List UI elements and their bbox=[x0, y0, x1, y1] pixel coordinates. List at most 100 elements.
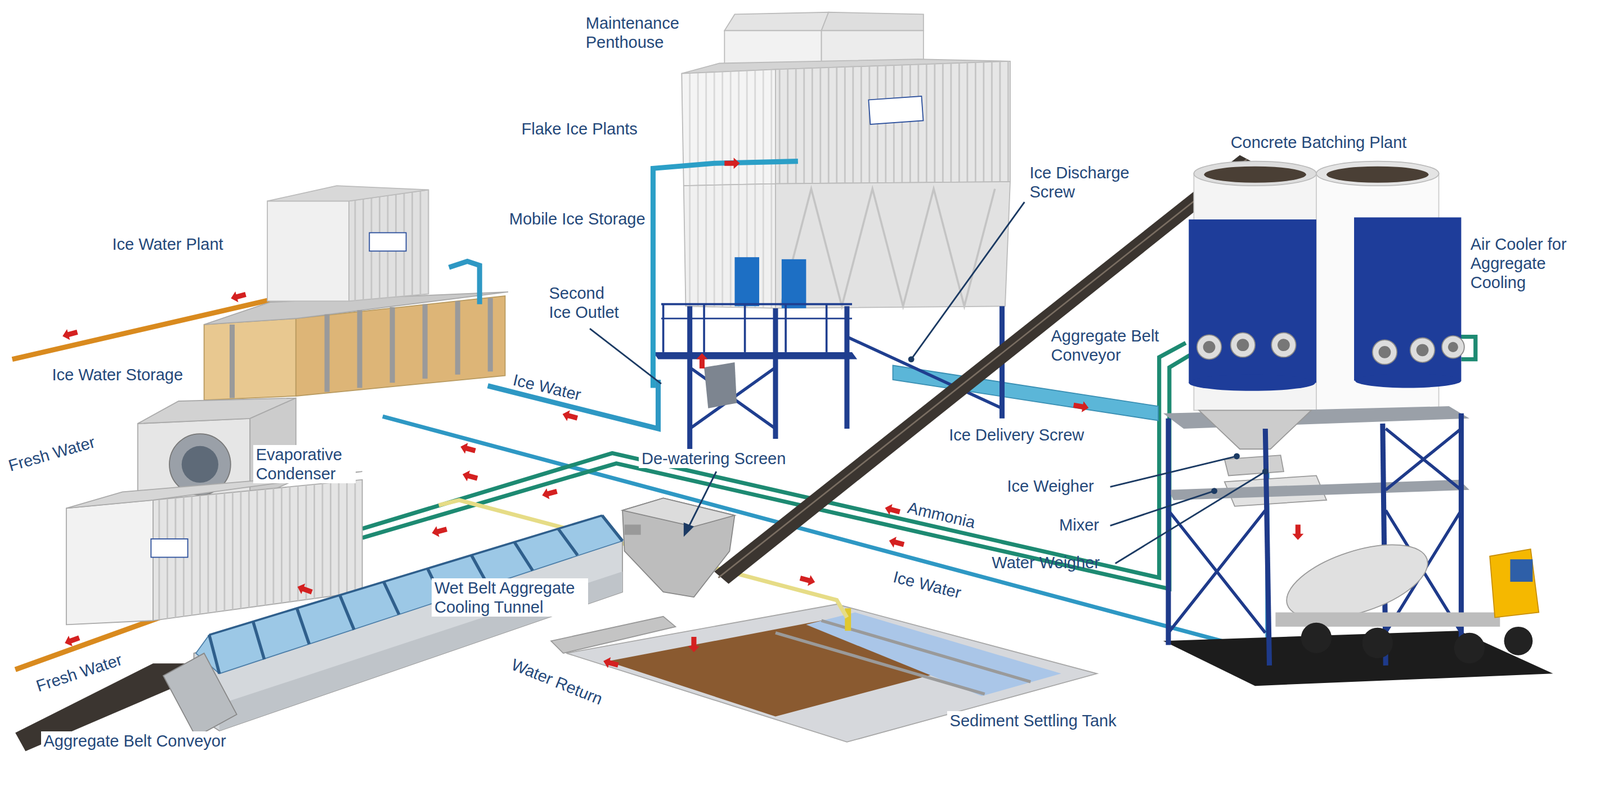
wet-belt-cooling-tunnel bbox=[383, 581, 400, 615]
ice-water-plant bbox=[455, 301, 461, 375]
sediment-settling-tank bbox=[550, 616, 676, 654]
wet-belt-cooling-tunnel bbox=[209, 515, 603, 635]
ice-water-plant bbox=[348, 189, 429, 302]
concrete-batching-plant bbox=[1504, 626, 1534, 656]
concrete-batching-plant bbox=[1277, 338, 1290, 352]
ice-water-plant bbox=[348, 189, 429, 302]
de-watering-screen bbox=[622, 498, 735, 527]
ice-water-plant bbox=[422, 304, 428, 379]
flow-arrow bbox=[688, 637, 700, 653]
callout-label: Ice Weigher bbox=[1007, 476, 1095, 496]
flake-ice-plant bbox=[724, 12, 829, 31]
callout-label: Aggregate Belt Conveyor bbox=[41, 731, 230, 751]
callout-label: Mobile Ice Storage bbox=[509, 209, 646, 229]
flow-arrow bbox=[229, 289, 248, 304]
flow-arrow bbox=[459, 441, 477, 456]
leader-line bbox=[1110, 456, 1238, 487]
wet-belt-cooling-tunnel bbox=[558, 529, 578, 556]
sediment-settling-tank bbox=[775, 633, 985, 695]
evaporative-condenser bbox=[66, 398, 363, 626]
flake-ice-plant bbox=[825, 304, 828, 353]
concrete-batching-plant bbox=[1385, 428, 1461, 491]
flake-ice-plant bbox=[781, 259, 807, 309]
flow-arrow bbox=[724, 157, 740, 169]
flow-arrow bbox=[883, 502, 902, 518]
wet-belt-cooling-tunnel bbox=[339, 595, 354, 631]
ice-water-plant bbox=[324, 314, 330, 393]
concrete-batching-plant bbox=[1362, 628, 1393, 659]
wet-belt-cooling-tunnel bbox=[195, 515, 623, 674]
flake-ice-plant bbox=[702, 304, 706, 353]
concrete-batching-plant bbox=[1188, 219, 1317, 383]
flow-arrow bbox=[63, 632, 82, 649]
flow-arrow bbox=[61, 157, 1304, 671]
concrete-batching-plant bbox=[1168, 480, 1470, 501]
flow-arrow bbox=[540, 486, 559, 501]
flake-ice-plant bbox=[844, 306, 850, 429]
flake-ice-plant bbox=[662, 304, 665, 353]
flake-ice-plant bbox=[868, 96, 923, 125]
concrete-batching-plant bbox=[1204, 166, 1307, 183]
concrete-batching-plant bbox=[1410, 337, 1436, 363]
ice-water-plant bbox=[204, 318, 297, 401]
concrete-batching-plant bbox=[1509, 559, 1533, 582]
callout-label: Evaporative Condenser bbox=[253, 445, 356, 484]
callout-label: Fresh Water bbox=[33, 650, 125, 697]
flake-ice-plant bbox=[652, 352, 858, 360]
concrete-batching-plant bbox=[1448, 342, 1459, 353]
flake-ice-plant bbox=[775, 181, 1011, 309]
leader-line bbox=[911, 202, 1025, 360]
concrete-batching-plant bbox=[1163, 630, 1554, 687]
concrete-batching-plant bbox=[1378, 346, 1392, 359]
concrete-batching-plant bbox=[1354, 217, 1461, 381]
flake-ice-plant bbox=[652, 161, 798, 389]
flake-ice-plant bbox=[744, 304, 747, 353]
flow-arrow bbox=[460, 468, 479, 484]
concrete-batching-plant bbox=[1271, 332, 1297, 358]
callout-label: Flake Ice Plants bbox=[521, 119, 638, 139]
callout-label: Ice Water Plant bbox=[111, 234, 223, 254]
evaporative-condenser bbox=[150, 539, 188, 558]
leader-line bbox=[1115, 471, 1266, 564]
wet-belt-cooling-tunnel bbox=[602, 515, 623, 541]
callout-label: Ice Water Storage bbox=[51, 365, 183, 385]
concrete-batching-plant bbox=[1197, 334, 1222, 360]
leader-line bbox=[589, 328, 662, 384]
callout-label: Aggregate Belt Conveyor bbox=[1051, 326, 1166, 365]
flake-ice-plant bbox=[704, 362, 737, 409]
ice-water-plant bbox=[267, 200, 349, 302]
concrete-batching-plant bbox=[1188, 374, 1316, 392]
concrete-batching-plant bbox=[1168, 510, 1266, 634]
leader-line bbox=[1262, 468, 1269, 475]
leader-line bbox=[1110, 491, 1215, 527]
flake-ice-plant bbox=[681, 69, 776, 186]
callout-label: Air Cooler for Aggregate Cooling bbox=[1470, 234, 1573, 293]
concrete-batching-plant bbox=[1230, 332, 1256, 358]
concrete-batching-plant bbox=[1168, 510, 1266, 634]
wet-belt-cooling-tunnel bbox=[193, 515, 623, 732]
concrete-batching-plant bbox=[1326, 166, 1429, 183]
ice-water-plant bbox=[357, 310, 363, 389]
ice-water-plant bbox=[390, 307, 396, 383]
flow-arrow bbox=[887, 535, 905, 550]
concrete-batching-plant bbox=[1355, 373, 1462, 388]
flow-arrow bbox=[602, 655, 620, 671]
flow-arrow bbox=[798, 572, 817, 588]
flake-ice-plant bbox=[683, 184, 776, 309]
concrete-batching-plant bbox=[1372, 339, 1398, 365]
flake-ice-plant bbox=[775, 61, 1011, 185]
leader-line bbox=[589, 202, 1269, 564]
callout-label: Water Weigher bbox=[991, 553, 1100, 573]
callout-label: Ice Water bbox=[891, 567, 964, 603]
concrete-batching-plant bbox=[1265, 428, 1270, 666]
concrete-batching-plant bbox=[1203, 341, 1216, 354]
flake-ice-plant bbox=[772, 308, 778, 439]
belt-conveyor bbox=[15, 155, 1256, 752]
callout-label: Wet Belt Aggregate Cooling Tunnel bbox=[431, 578, 589, 617]
flow-arrow bbox=[1292, 524, 1304, 540]
evaporative-condenser bbox=[66, 500, 154, 625]
flow-arrow bbox=[295, 581, 314, 598]
flake-ice-plant bbox=[775, 61, 1011, 185]
sediment-settling-tank bbox=[821, 620, 1032, 683]
